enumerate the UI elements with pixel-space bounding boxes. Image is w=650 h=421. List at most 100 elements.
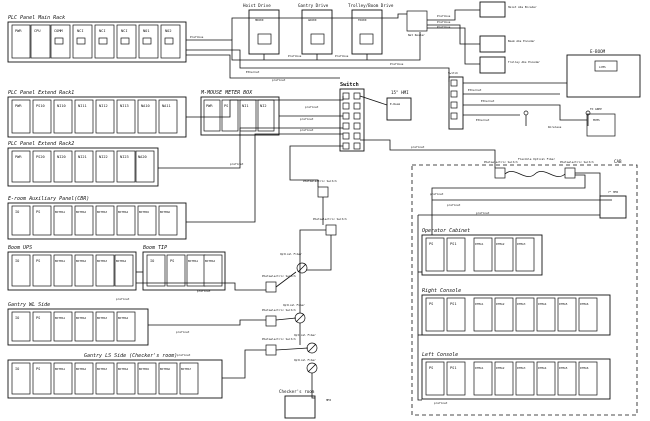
trolley-encoder: Trolley Abs Encoder (479, 56, 540, 74)
svg-text:Optical Fiber: Optical Fiber (294, 333, 316, 337)
ext2-frame (7, 147, 159, 187)
svg-text:NA20: NA20 (138, 155, 147, 159)
svg-text:PS: PS (429, 242, 433, 246)
svg-text:BOTMA5: BOTMA5 (139, 210, 149, 214)
svg-text:DTMA3: DTMA3 (517, 242, 526, 246)
trolley-drive: Trolley/Boom Drive TD600 (348, 3, 394, 55)
svg-text:profinet: profinet (272, 78, 286, 82)
main-mod-8: NO2 (165, 29, 172, 33)
svg-text:Flexible Optical Fiber: Flexible Optical Fiber (518, 157, 555, 161)
left-modules: PS PS1 DTMA1 DTMA2 DTMA3 DTMA4 DTMA5 DTM… (425, 361, 598, 396)
svg-text:Profibus: Profibus (190, 35, 204, 39)
boomtip-modules: IO PS BOTMA1 BOTMA2 (146, 254, 223, 287)
svg-text:NI1: NI1 (242, 104, 249, 108)
svg-text:Optical Fiber: Optical Fiber (280, 252, 302, 256)
svg-text:BOTMA1: BOTMA1 (55, 367, 65, 371)
svg-text:Hoist Drive: Hoist Drive (243, 3, 271, 8)
svg-text:PS1: PS1 (450, 242, 457, 246)
svg-text:PS: PS (224, 104, 228, 108)
svg-text:Ethernet: Ethernet (468, 88, 482, 92)
svg-text:DTMA3: DTMA3 (517, 366, 526, 370)
svg-text:Gantry Drive: Gantry Drive (298, 3, 329, 8)
net-router: Net Router (406, 10, 428, 37)
boomtip-frame (142, 251, 226, 291)
svg-text:Trolley Abs Encoder: Trolley Abs Encoder (508, 60, 540, 64)
cab-area (411, 164, 638, 416)
ext2-title: PLC Panel Extend Rack2 (8, 141, 74, 147)
svg-text:PWR: PWR (15, 155, 22, 159)
svg-text:PS: PS (36, 316, 40, 320)
optical-fiber-3: Optical Fiber (294, 333, 318, 354)
gwl-modules: IO PS BOTMA1 BOTMA2 BOTMA3 BOTMA4 (11, 311, 136, 342)
svg-text:BOTMA3: BOTMA3 (97, 210, 107, 214)
main-rack-modules: PWR CPU COMM NCI NCI NCI NO1 NO2 (11, 24, 181, 59)
svg-text:BOTMA4: BOTMA4 (118, 367, 128, 371)
gantry-drive: Gantry Drive GD600 (298, 3, 333, 55)
svg-text:Photoelectric Switch: Photoelectric Switch (262, 274, 296, 278)
svg-text:NI22: NI22 (99, 155, 108, 159)
gwl-frame (7, 308, 149, 346)
checkers-room-hmi: Checker's room HMI (279, 389, 331, 419)
svg-text:IO: IO (15, 367, 19, 371)
svg-text:DTMA6: DTMA6 (580, 366, 589, 370)
svg-text:BOTMA1: BOTMA1 (55, 316, 65, 320)
svg-text:NI13: NI13 (120, 104, 129, 108)
gwl-title: Gantry WL Side (8, 302, 50, 308)
svg-text:BOTMA1: BOTMA1 (188, 259, 198, 263)
svg-text:Hoist Abs Encoder: Hoist Abs Encoder (508, 5, 537, 9)
svg-text:DTMA4: DTMA4 (538, 302, 547, 306)
left-frame (421, 358, 611, 400)
svg-text:DTMA2: DTMA2 (496, 242, 505, 246)
svg-text:Photoelectric Switch: Photoelectric Switch (303, 179, 337, 183)
aux-title: E-room Auxiliary Panel(CBR) (8, 196, 89, 202)
svg-text:profinet: profinet (176, 330, 190, 334)
svg-text:E-Room: E-Room (390, 102, 400, 106)
svg-text:LCMS: LCMS (599, 65, 606, 69)
operator-modules: PS PS1 DTMA1 DTMA2 DTMA3 (425, 237, 535, 272)
svg-text:BOTMA1: BOTMA1 (55, 210, 65, 214)
svg-text:BOTMA3: BOTMA3 (97, 316, 107, 320)
bus-labels: Profibus Profibus Profibus Profibus Prof… (116, 14, 495, 405)
svg-text:Profibus: Profibus (437, 20, 451, 24)
svg-text:Ethernet: Ethernet (246, 70, 260, 74)
svg-text:Photoelectric Switch: Photoelectric Switch (560, 160, 594, 164)
boomups-modules: IO PS BOTMA1 BOTMA2 BOTMA3 BOTMA4 (11, 254, 134, 287)
svg-text:Photoelectric Switch: Photoelectric Switch (262, 308, 296, 312)
boomtip-title: Boom TIP (143, 245, 167, 251)
main-mod-6: NCI (121, 29, 128, 33)
svg-text:Net Router: Net Router (408, 33, 425, 37)
mmeter-title: M-MOUSE METER BOX (200, 90, 253, 96)
svg-text:BOTMA2: BOTMA2 (76, 367, 86, 371)
svg-text:15" HMI: 15" HMI (391, 90, 409, 95)
svg-text:HD600: HD600 (255, 18, 264, 22)
svg-text:DTMA2: DTMA2 (496, 366, 505, 370)
mcms-panel: TO GREP MCMS (586, 107, 616, 137)
wiring (136, 9, 612, 401)
svg-text:NA10: NA10 (141, 104, 150, 108)
operator-title: Operator Cabinet (422, 228, 470, 234)
svg-text:BOTMA7: BOTMA7 (181, 367, 191, 371)
svg-text:Ethernet: Ethernet (476, 118, 490, 122)
aux-frame (7, 202, 187, 240)
right-modules: PS PS1 DTMA1 DTMA2 DTMA3 DTMA4 DTMA5 DTM… (425, 297, 598, 332)
svg-text:Photoelectric Switch: Photoelectric Switch (484, 160, 518, 164)
photo-switch-3: Photoelectric Switch (262, 274, 296, 293)
svg-text:Photoelectric Switch: Photoelectric Switch (313, 217, 347, 221)
svg-text:profinet: profinet (430, 192, 444, 196)
gls-frame (7, 359, 223, 399)
svg-text:Profibus: Profibus (390, 62, 404, 66)
svg-text:BOTMA1: BOTMA1 (55, 259, 65, 263)
ext2-modules: PWR PS20 NI20 NI21 NI22 NI23 NA20 (11, 150, 155, 183)
svg-text:PS20: PS20 (36, 155, 45, 159)
svg-text:IO: IO (15, 210, 19, 214)
svg-text:profinet: profinet (300, 117, 314, 121)
svg-text:IO: IO (15, 259, 19, 263)
main-mod-4: NCI (77, 29, 84, 33)
svg-text:BOTMA5: BOTMA5 (139, 367, 149, 371)
svg-text:NI21: NI21 (78, 155, 87, 159)
main-rack-title: PLC Panel Main Rack (8, 15, 65, 21)
svg-text:DTMA4: DTMA4 (538, 366, 547, 370)
svg-text:DTMA1: DTMA1 (475, 366, 484, 370)
